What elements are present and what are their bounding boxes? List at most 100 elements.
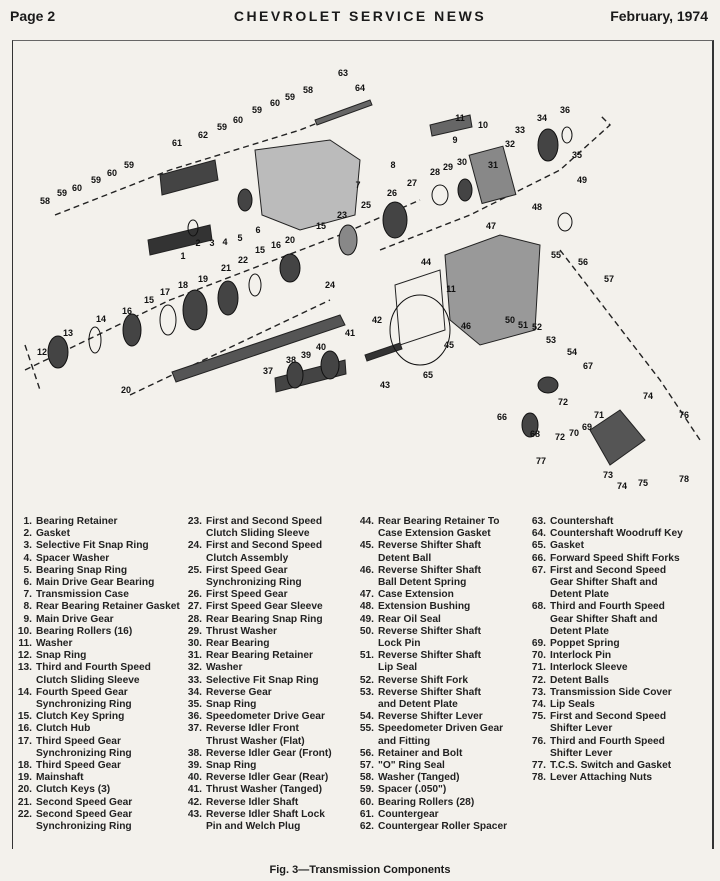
callout-20: 20 — [284, 235, 296, 245]
legend-item: 4.Spacer Washer — [14, 553, 180, 565]
legend-item: 19.Mainshaft — [14, 772, 180, 784]
callout-60: 60 — [71, 183, 83, 193]
callout-59: 59 — [216, 122, 228, 132]
callout-15: 15 — [143, 295, 155, 305]
legend-number: 53. — [359, 686, 374, 698]
legend-number: 27. — [187, 601, 202, 613]
legend-number: 34. — [187, 686, 202, 698]
legend-item: 21.Second Speed Gear — [14, 797, 180, 809]
legend-item: 73.Transmission Side Cover — [528, 687, 683, 699]
legend-text: Rear Bearing Retainer Gasket — [36, 601, 180, 613]
legend-text: Synchronizing Ring — [36, 747, 132, 759]
legend-text: Snap Ring — [36, 650, 87, 662]
legend-text: Ball Detent Spring — [378, 577, 467, 589]
legend-item: 47.Case Extension — [356, 589, 507, 601]
page-number: Page 2 — [10, 8, 56, 24]
legend-number: 48. — [359, 601, 374, 613]
legend-number: 73. — [531, 686, 546, 698]
callout-31: 31 — [487, 160, 499, 170]
legend-number: 32. — [187, 662, 202, 674]
legend-text: Countergear Roller Spacer — [378, 821, 508, 833]
legend-text: Thrust Washer (Flat) — [206, 735, 305, 747]
legend-item: 74.Lip Seals — [528, 699, 683, 711]
legend-text: Reverse Shifter Shaft — [378, 650, 482, 662]
legend-item: 41.Thrust Washer (Tanged) — [184, 784, 332, 796]
legend-item: 26. First Speed Gear — [184, 589, 332, 601]
legend-number: 70. — [531, 650, 546, 662]
legend-number: 10. — [17, 625, 32, 637]
callout-60: 60 — [106, 168, 118, 178]
legend-item: 69.Poppet Spring — [528, 638, 683, 650]
legend-number: 20. — [17, 784, 32, 796]
legend-item: 71.Interlock Sleeve — [528, 662, 683, 674]
legend-text: Countergear — [378, 808, 439, 820]
legend-text: Reverse Idler Shaft Lock — [206, 808, 325, 820]
legend-item: 16.Clutch Hub — [14, 723, 180, 735]
callout-14: 14 — [95, 314, 107, 324]
legend-item: 48.Extension Bushing — [356, 601, 507, 613]
callout-35: 35 — [571, 150, 583, 160]
legend-number: 39. — [187, 760, 202, 772]
legend-item: 36.Speedometer Drive Gear — [184, 711, 332, 723]
callout-26: 26 — [386, 188, 398, 198]
legend-number: 43. — [187, 808, 202, 820]
legend-item: 52.Reverse Shift Fork — [356, 675, 507, 687]
legend-number: 40. — [187, 772, 202, 784]
legend-text: First Speed Gear — [206, 564, 288, 576]
legend-text: Clutch Keys (3) — [36, 784, 111, 796]
legend-number: 66. — [531, 552, 546, 564]
callout-70: 70 — [568, 428, 580, 438]
callout-77: 77 — [535, 456, 547, 466]
legend-number: 15. — [17, 711, 32, 723]
legend-number: 72. — [531, 674, 546, 686]
legend-number: 19. — [17, 772, 32, 784]
legend-text: First Speed Gear — [206, 589, 288, 601]
callout-12: 12 — [36, 347, 48, 357]
callout-48: 48 — [531, 202, 543, 212]
callout-40: 40 — [315, 342, 327, 352]
legend-text: Bearing Snap Ring — [36, 564, 128, 576]
legend-item: 63.Countershaft — [528, 516, 683, 528]
legend-text: and Detent Plate — [378, 699, 458, 711]
legend-text: Rear Bearing Retainer To — [378, 516, 500, 527]
legend-text: Shifter Lever — [550, 723, 613, 735]
legend-item: 57."O" Ring Seal — [356, 760, 507, 772]
legend-text: Countershaft — [550, 516, 614, 527]
callout-33: 33 — [514, 125, 526, 135]
legend-number: 13. — [17, 662, 32, 674]
legend-text: Second Speed Gear — [36, 796, 133, 808]
legend-item: 29.Thrust Washer — [184, 626, 332, 638]
callout-75: 75 — [637, 478, 649, 488]
legend-number: 26. — [187, 589, 202, 601]
legend-number: 68. — [531, 601, 546, 613]
legend-item: 28.Rear Bearing Snap Ring — [184, 614, 332, 626]
legend-text: Third Speed Gear — [36, 760, 121, 772]
callout-13: 13 — [62, 328, 74, 338]
legend-text: Case Extension Gasket — [378, 528, 491, 540]
legend-text: Reverse Idler Front — [206, 723, 299, 735]
callout-24: 24 — [324, 280, 336, 290]
legend-text: Countershaft Woodruff Key — [550, 528, 683, 540]
callout-11: 11 — [455, 113, 465, 123]
legend-text: Snap Ring — [206, 760, 257, 772]
legend-number: 14. — [17, 686, 32, 698]
legend-number: 78. — [531, 772, 546, 784]
callout-69: 69 — [581, 422, 593, 432]
callout-38: 38 — [285, 355, 297, 365]
legend-number: 18. — [17, 760, 32, 772]
legend-item: 38.Reverse Idler Gear (Front) — [184, 748, 332, 760]
legend-item: 32.Washer — [184, 662, 332, 674]
legend-text: Third and Fourth Speed — [36, 662, 151, 674]
legend-number: 60. — [359, 796, 374, 808]
legend-item: 10.Bearing Rollers (16) — [14, 626, 180, 638]
legend-text: Shifter Lever — [550, 747, 613, 759]
legend-text: Transmission Case — [36, 589, 129, 601]
callout-20: 20 — [120, 385, 132, 395]
